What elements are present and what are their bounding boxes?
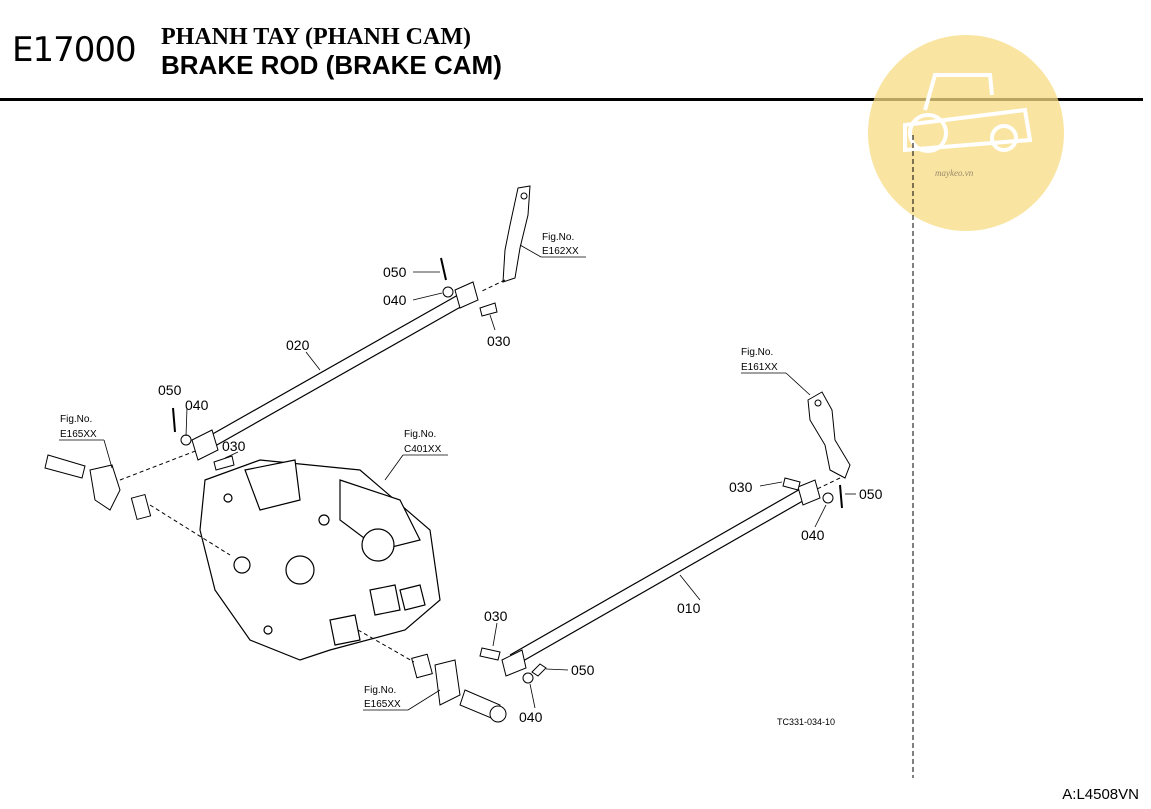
part-label-030-right: 030 xyxy=(729,479,753,495)
washer-top xyxy=(442,286,454,298)
split-pin-top xyxy=(440,257,447,281)
part-label-050-top: 050 xyxy=(383,264,407,280)
fig-ref-code-c401: C401XX xyxy=(404,444,442,455)
fig-ref-label-e165-left: Fig.No. xyxy=(60,414,92,425)
footer-code: A:L4508VN xyxy=(1062,786,1139,803)
transmission-case xyxy=(199,459,441,661)
leader-lines xyxy=(59,244,856,711)
watermark-logo: maykeo.vn xyxy=(868,35,1064,231)
washer-bottom xyxy=(522,672,534,684)
section-code: E17000 xyxy=(12,30,137,70)
pin-right xyxy=(782,477,801,491)
rod-010 xyxy=(501,479,821,677)
part-label-040-top: 040 xyxy=(383,292,407,308)
washer-left xyxy=(180,434,192,446)
part-label-030-left: 030 xyxy=(222,438,246,454)
title-english: BRAKE ROD (BRAKE CAM) xyxy=(161,50,502,80)
fig-ref-code-e165-bottom: E165XX xyxy=(364,699,401,710)
brake-cam-bottom xyxy=(357,629,507,723)
rod-020 xyxy=(191,281,479,461)
split-pin-right xyxy=(839,484,843,509)
split-pin-bottom xyxy=(531,663,547,677)
part-label-010: 010 xyxy=(677,600,701,616)
part-label-030-top: 030 xyxy=(487,333,511,349)
fig-ref-code-e161: E161XX xyxy=(741,362,778,373)
part-label-020: 020 xyxy=(286,337,310,353)
pin-left xyxy=(213,455,235,471)
tractor-icon xyxy=(903,73,1033,153)
pin-top xyxy=(479,302,498,317)
part-label-030-bottom: 030 xyxy=(484,608,508,624)
diagram-reference: TC331-034-10 xyxy=(777,717,835,727)
part-label-050-bottom: 050 xyxy=(571,662,595,678)
fig-ref-label-e162: Fig.No. xyxy=(542,232,574,243)
title-vietnamese: PHANH TAY (PHANH CAM) xyxy=(161,24,471,50)
part-label-040-bottom: 040 xyxy=(519,709,543,725)
arm-e161 xyxy=(807,391,851,479)
watermark-text: maykeo.vn xyxy=(935,168,974,178)
part-label-050-left: 050 xyxy=(158,382,182,398)
arm-e162 xyxy=(502,185,531,283)
split-pin-left xyxy=(172,407,176,433)
part-label-040-left: 040 xyxy=(185,397,209,413)
header-rule xyxy=(0,98,1143,101)
watermark-circle xyxy=(868,35,1064,231)
fig-ref-label-e165-bottom: Fig.No. xyxy=(364,685,396,696)
hardware xyxy=(172,257,843,684)
brake-cam-left xyxy=(44,449,231,556)
pin-bottom xyxy=(479,647,501,661)
fig-ref-code-e162: E162XX xyxy=(542,246,579,257)
fig-ref-code-e165-left: E165XX xyxy=(60,429,97,440)
fig-ref-label-c401: Fig.No. xyxy=(404,429,436,440)
fig-ref-label-e161: Fig.No. xyxy=(741,347,773,358)
washer-right xyxy=(822,492,834,504)
part-label-040-right: 040 xyxy=(801,527,825,543)
part-label-050-right: 050 xyxy=(859,486,883,502)
